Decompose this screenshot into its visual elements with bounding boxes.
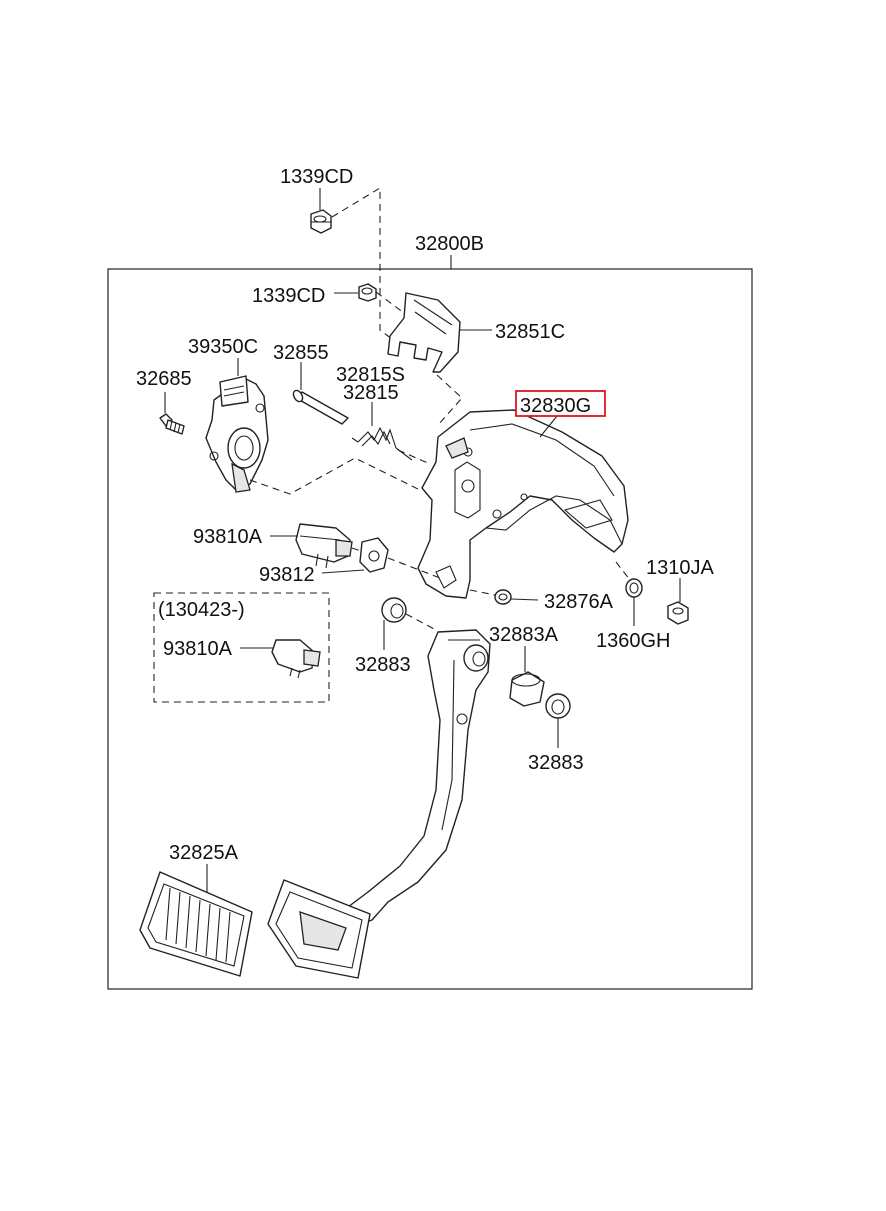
label-spring-s: 32815S: [336, 364, 405, 386]
washer-icon: [625, 578, 643, 598]
assembly-dash-line-1: [331, 187, 401, 346]
stopper-icon: [494, 589, 512, 605]
pedal-foot-icon: [267, 879, 371, 979]
label-pedal-member: 32830G: [520, 395, 591, 417]
label-pin: 32855: [273, 342, 329, 364]
highlight-box: [515, 390, 606, 417]
clip-leader: [321, 569, 365, 574]
sensor-icon: [205, 375, 269, 493]
clip-icon: [359, 537, 389, 573]
pedal-pad-icon: [139, 871, 253, 977]
nut-icon-right: [667, 601, 689, 625]
pin-icon: [292, 389, 349, 425]
pedal-member-icon: [417, 409, 629, 599]
nut-icon-mid: [358, 283, 377, 302]
nut-icon-top: [310, 209, 332, 234]
bracket-icon: [387, 292, 461, 373]
sensor-dash-line: [249, 457, 421, 495]
label-sensor: 39350C: [188, 336, 258, 358]
sleeve-icon: [509, 671, 545, 707]
bushing-dash-line: [405, 613, 437, 631]
label-bracket: 32851C: [495, 321, 565, 343]
washer-dash-line: [615, 561, 631, 581]
spring-dash-line: [397, 449, 431, 465]
inset-frame: [153, 592, 330, 703]
assembly-frame: [107, 268, 753, 990]
label-washer: 1360GH: [596, 630, 671, 652]
stopper-leader: [510, 598, 539, 601]
label-nut-top: 1339CD: [280, 166, 353, 188]
bushing-icon-right: [545, 693, 571, 719]
label-spring: 32815: [343, 382, 399, 404]
bracket-dash-line: [436, 374, 463, 426]
pedal-member-leader: [539, 415, 558, 438]
label-bushing-right: 32883: [528, 752, 584, 774]
label-sleeve: 32883A: [489, 624, 559, 646]
stopper-dash-line: [469, 589, 496, 596]
label-bolt: 32685: [136, 368, 192, 390]
clip-dash-line: [387, 557, 441, 579]
label-bushing-left: 32883: [355, 654, 411, 676]
inset-switch-icon: [271, 639, 321, 679]
spring-icon: [351, 426, 413, 461]
label-inset-date: (130423-): [158, 599, 245, 621]
assembly-dash-line-2: [375, 291, 421, 326]
label-nut-mid: 1339CD: [252, 285, 325, 307]
switch-icon: [295, 523, 353, 569]
label-pad: 32825A: [169, 842, 239, 864]
label-inset-switch: 93810A: [163, 638, 233, 660]
label-switch: 93810A: [193, 526, 263, 548]
switch-dash-line: [351, 547, 365, 553]
label-nut-right: 1310JA: [646, 557, 714, 579]
label-assembly: 32800B: [415, 233, 484, 255]
label-stopper: 32876A: [544, 591, 614, 613]
pedal-arm-icon: [343, 629, 491, 929]
bolt-icon: [159, 413, 185, 435]
label-clip: 93812: [259, 564, 315, 586]
bushing-icon-left: [381, 597, 407, 623]
